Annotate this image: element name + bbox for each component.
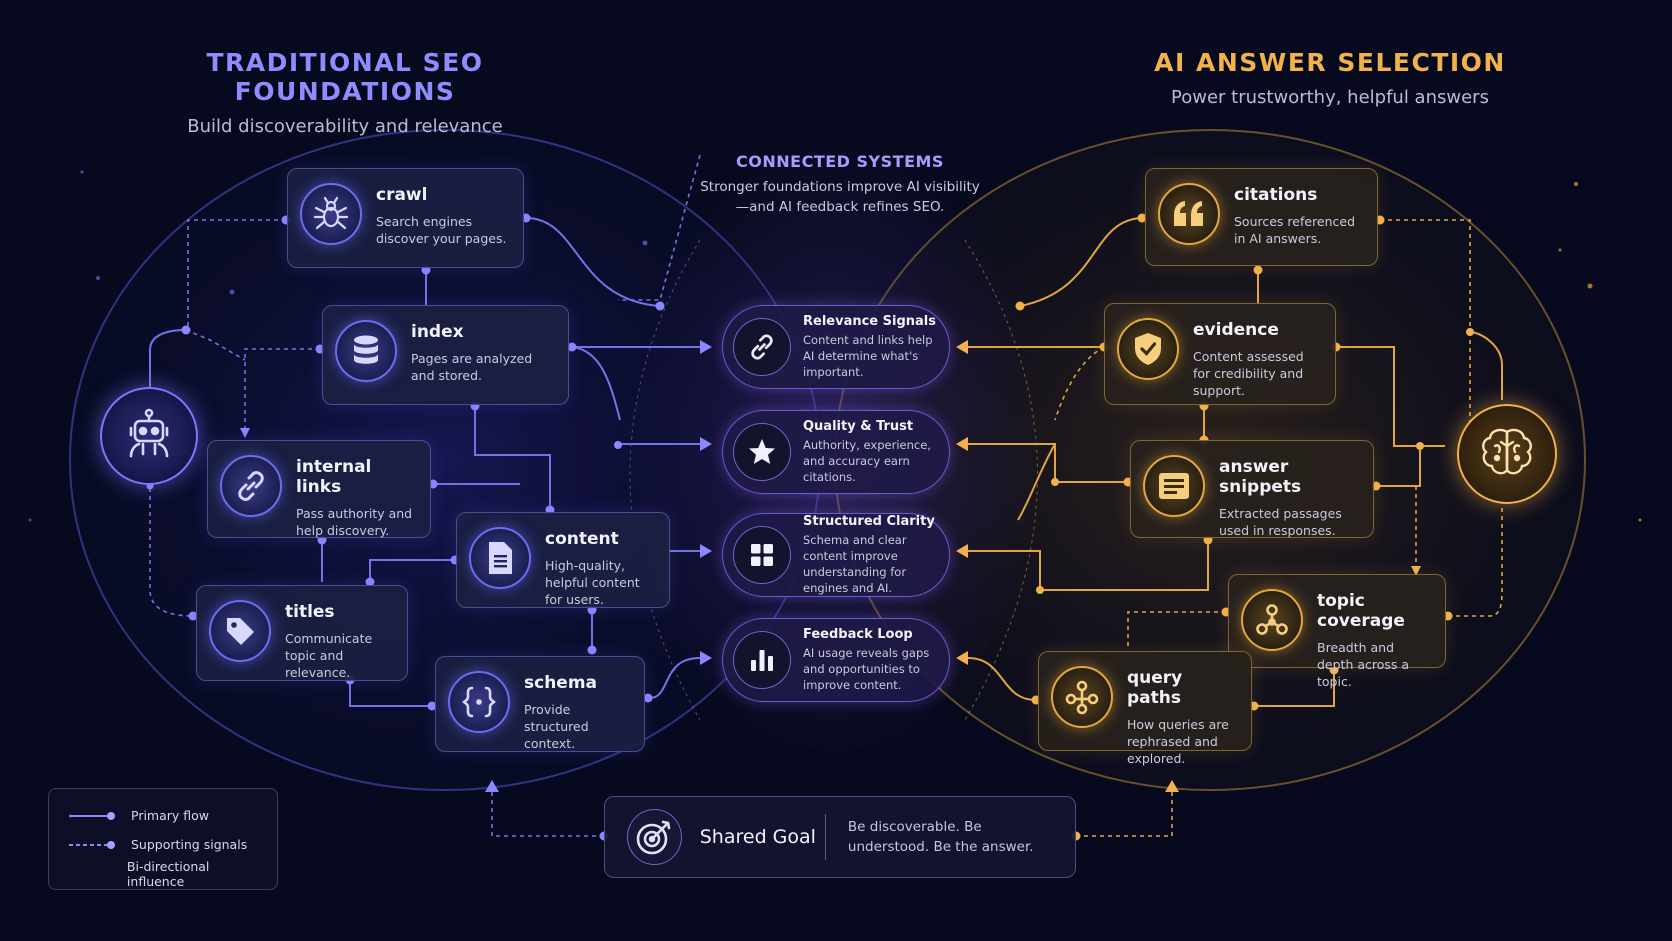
node-title: query paths (1127, 668, 1183, 708)
node-description: Search engines discover your pages. (376, 214, 507, 246)
node-description: How queries are rephrased and explored. (1127, 717, 1229, 766)
legend-item: Bi-directional influence (67, 858, 259, 889)
signal-description: Schema and clear content improve underst… (803, 533, 907, 595)
center-header: CONNECTED SYSTEMS Stronger foundations i… (700, 152, 980, 217)
dashed-line-icon (69, 840, 115, 849)
signal-title: Structured Clarity (803, 514, 935, 529)
brain-icon (1477, 424, 1537, 484)
node-description: High-quality, helpful content for users. (545, 558, 640, 607)
star-icon (733, 423, 791, 481)
node-title: crawl (376, 185, 428, 205)
legend-item: Supporting signals (67, 830, 259, 859)
gradient-line-icon (67, 871, 113, 876)
node-title: content (545, 529, 619, 549)
signal-description: AI usage reveals gaps and opportunities … (803, 646, 930, 692)
network-icon (1051, 666, 1113, 728)
node-description: Breadth and depth across a topic. (1317, 640, 1410, 689)
right-header: AI ANSWER SELECTION Power trustworthy, h… (1100, 48, 1560, 108)
link-icon (733, 318, 791, 376)
node-description: Pages are analyzed and stored. (411, 351, 533, 383)
signal-description: Content and links help AI determine what… (803, 333, 933, 379)
robot-hub (100, 387, 198, 485)
link-icon (220, 455, 282, 517)
node-title: citations (1234, 185, 1318, 205)
node-title: internal links (296, 457, 372, 497)
signal-title: Quality & Trust (803, 419, 914, 434)
legend-label: Bi-directional influence (126, 858, 210, 889)
solid-line-icon (69, 811, 115, 820)
brain-hub (1457, 404, 1557, 504)
node-description: Communicate topic and relevance. (285, 631, 373, 680)
node-description: Extracted passages used in responses. (1219, 506, 1342, 538)
grid-icon (733, 526, 791, 584)
quote-icon (1158, 183, 1220, 245)
node-title: answer snippets (1219, 457, 1302, 497)
shared-goal: Shared Goal Be discoverable. Be understo… (604, 796, 1076, 878)
node-title: schema (524, 673, 598, 693)
left-subtitle: Build discoverability and relevance (187, 116, 503, 137)
document-icon (469, 527, 531, 589)
legend-label: Supporting signals (131, 837, 248, 852)
legend-label: Primary flow (131, 808, 210, 823)
database-icon (335, 320, 397, 382)
legend: Primary flow Supporting signals Bi-direc… (48, 788, 278, 890)
right-title: AI ANSWER SELECTION (1154, 48, 1506, 77)
node-title: index (411, 322, 464, 342)
shield-check-icon (1117, 318, 1179, 380)
center-description: Stronger foundations improve AI visibili… (700, 179, 980, 215)
robot-icon (121, 406, 177, 466)
share-icon (1241, 589, 1303, 651)
target-icon (627, 809, 682, 865)
right-subtitle: Power trustworthy, helpful answers (1171, 87, 1489, 108)
node-description: Content assessed for credibility and sup… (1193, 349, 1304, 398)
bar-chart-icon (733, 631, 791, 689)
braces-icon (448, 671, 510, 733)
legend-item: Primary flow (67, 801, 259, 830)
node-description: Pass authority and help discovery. (296, 506, 413, 538)
divider (824, 814, 826, 860)
node-title: titles (285, 602, 335, 622)
node-description: Sources referenced in AI answers. (1234, 214, 1356, 246)
center-title: CONNECTED SYSTEMS (736, 152, 944, 171)
signal-feedback-loop[interactable]: Feedback Loop AI usage reveals gaps and o… (722, 618, 950, 702)
spider-icon (300, 183, 362, 245)
left-header: TRADITIONAL SEO FOUNDATIONS Build discov… (100, 48, 590, 137)
tag-icon (209, 600, 271, 662)
node-title: topic coverage (1317, 591, 1405, 631)
node-title: evidence (1193, 320, 1279, 340)
node-description: Provide structured context. (524, 702, 589, 751)
signal-description: Authority, experience, and accuracy earn… (803, 438, 931, 484)
snippet-icon (1143, 455, 1205, 517)
left-title: TRADITIONAL SEO FOUNDATIONS (206, 48, 484, 106)
goal-description: Be discoverable. Be understood. Be the a… (847, 819, 1034, 855)
signal-title: Feedback Loop (803, 627, 913, 642)
goal-title: Shared Goal (699, 826, 816, 848)
signal-title: Relevance Signals (803, 314, 936, 329)
